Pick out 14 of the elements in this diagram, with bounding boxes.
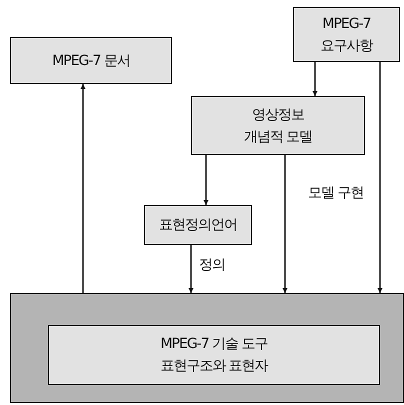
process-box: 표현정의언어 — [144, 205, 252, 245]
process-box: 영상정보 개념적 모델 — [191, 96, 365, 155]
edge-label: 모델 구현 — [306, 184, 366, 202]
process-box: MPEG-7 기술 도구 표현구조와 표현자 — [48, 325, 380, 385]
arrow — [282, 155, 288, 293]
outer-panel — [10, 293, 404, 403]
arrow — [312, 62, 318, 96]
edge-label: 정의 — [197, 256, 227, 274]
arrow — [188, 245, 194, 293]
process-box: MPEG-7 요구사항 — [293, 7, 400, 62]
arrow — [378, 62, 382, 293]
arrow — [204, 155, 208, 205]
arrow — [80, 84, 86, 293]
process-box: MPEG-7 문서 — [10, 37, 172, 84]
